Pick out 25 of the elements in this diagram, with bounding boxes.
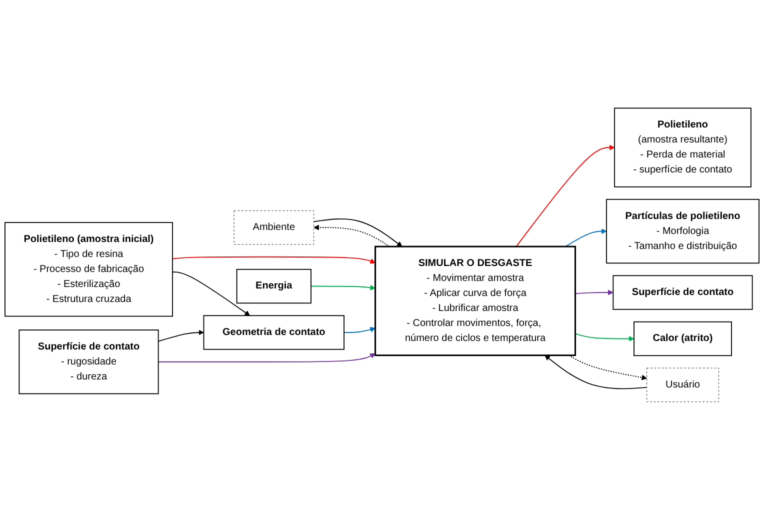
arrow: [568, 354, 648, 380]
node-box: Partículas de polietileno - Morfologia - Tamanho e distribuição: [606, 198, 760, 264]
node-box: SIMULAR O DESGASTE - Movimentar amostra - Aplicar curva de força - Lubrificar amostra - Controlar movimentos, força, número de ciclos e temperatura: [374, 246, 576, 356]
arrow: [313, 218, 402, 247]
arrow: [172, 272, 250, 316]
arrow: [516, 144, 615, 248]
node-box: Superfície de contato - rugosidade - dureza: [18, 330, 159, 394]
node-box: Usuário: [646, 368, 720, 402]
arrow: [565, 228, 607, 248]
arrow: [574, 333, 634, 342]
node-box: Ambiente: [234, 210, 314, 245]
arrow: [158, 353, 376, 362]
arrow: [344, 326, 376, 333]
arrow: [172, 256, 376, 264]
node-box: Calor (atrito): [634, 321, 732, 356]
arrow: [314, 224, 390, 248]
node-box: Polietileno (amostra inicial) - Tipo de resina - Processo de fabricação - Esterilização - Estrutura cruzada: [4, 222, 173, 317]
node-box: Geometria de contato: [203, 315, 344, 350]
node-box: Energia: [236, 268, 312, 304]
arrow: [310, 284, 376, 290]
node-box: Superfície de contato: [612, 275, 753, 310]
arrow: [544, 355, 648, 390]
arrow: [574, 290, 614, 296]
arrow: [158, 330, 204, 342]
node-box: Polietileno (amostra resultante) - Perda de material - superfície de contato: [614, 108, 752, 188]
